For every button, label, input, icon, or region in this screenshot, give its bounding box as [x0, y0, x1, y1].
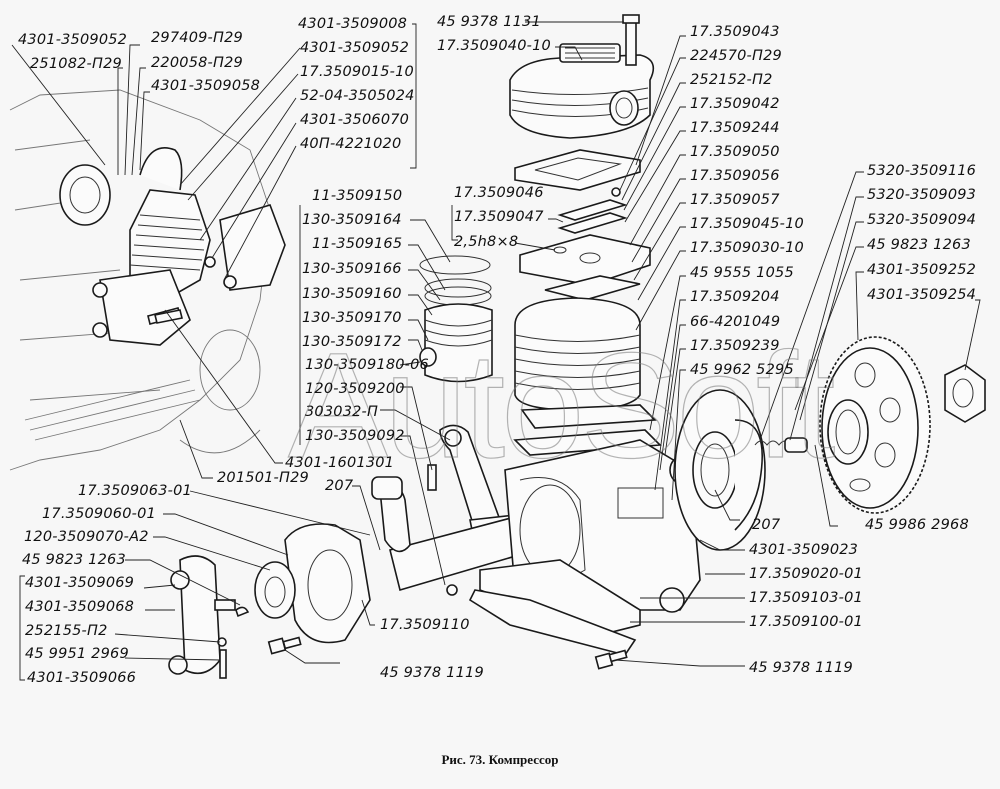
part-label: 45 9378 1119: [380, 665, 484, 681]
part-label: 17.3509043: [690, 24, 780, 40]
piston-drawing: [419, 255, 493, 383]
part-label: 45 9378 1131: [437, 14, 541, 30]
part-label: 5320-3509093: [867, 187, 977, 203]
part-label: 2,5h8×8: [454, 234, 519, 250]
part-label: 11-3509165: [312, 236, 403, 252]
cylinder-drawing: [513, 297, 662, 456]
rear-bearing-drawing: [674, 389, 766, 551]
part-label: 4301-3509052: [18, 32, 128, 48]
part-label: 17.3509110: [380, 617, 470, 633]
leader-lines: [11, 21, 981, 681]
part-label: 130-3509166: [302, 261, 402, 277]
front-cover-drawing: [168, 523, 371, 679]
part-label: 224570-П29: [690, 48, 782, 64]
engine-block-drawing: [9, 89, 271, 471]
part-label: 45 9951 2969: [25, 646, 129, 662]
mounted-compressor-drawing: [59, 147, 286, 346]
part-label: 45 9962 5295: [690, 362, 794, 378]
part-label: 45 9986 2968: [865, 517, 969, 533]
part-label: 130-3509172: [302, 334, 402, 350]
part-label: 52-04-3505024: [300, 88, 415, 104]
part-label: 17.3509060-01: [42, 506, 156, 522]
part-label: 4301-1601301: [285, 455, 395, 471]
part-label: 4301-3509254: [867, 287, 977, 303]
part-label: 17.3509057: [690, 192, 780, 208]
part-label: 17.3509030-10: [690, 240, 804, 256]
part-label: 17.3509040-10: [437, 38, 551, 54]
part-label: 17.3509047: [454, 209, 544, 225]
gasket-stack-drawing: [514, 149, 651, 301]
part-label: 4301-3509008: [298, 16, 408, 32]
part-label: 17.3509020-01: [749, 566, 863, 582]
part-label: 130-3509170: [302, 310, 402, 326]
part-label: 207: [325, 478, 354, 494]
part-label: 303032-П: [305, 404, 379, 420]
part-label: 4301-3509068: [25, 599, 135, 615]
part-label: 17.3509046: [454, 185, 544, 201]
part-label: 17.3509100-01: [749, 614, 863, 630]
part-label: 45 9823 1263: [867, 237, 971, 253]
part-label: 17.3509244: [690, 120, 780, 136]
part-label: 17.3509056: [690, 168, 780, 184]
part-label: 120-3509200: [305, 381, 405, 397]
part-label: 17.3509103-01: [749, 590, 863, 606]
part-label: 17.3509239: [690, 338, 780, 354]
part-label: 220058-П29: [151, 55, 243, 71]
part-label: 17.3509063-01: [78, 483, 192, 499]
part-label: 4301-3509058: [151, 78, 261, 94]
part-label: 4301-3509066: [27, 670, 137, 686]
part-label: 40П-4221020: [300, 136, 402, 152]
part-label: 130-3509180-06: [305, 357, 429, 373]
part-label: 4301-3509023: [749, 542, 859, 558]
part-label: 17.3509204: [690, 289, 780, 305]
figure-caption: Рис. 73. Компрессор: [441, 752, 559, 767]
part-label: 201501-П29: [217, 470, 309, 486]
part-label: 252152-П2: [690, 72, 773, 88]
part-label: 297409-П29: [151, 30, 243, 46]
bolts-drawing: [154, 309, 628, 670]
part-label: 11-3509150: [312, 188, 403, 204]
part-label: 130-3509164: [302, 212, 402, 228]
part-label: 4301-3509052: [300, 40, 410, 56]
gear-drawing: [754, 336, 986, 514]
part-label: 130-3509092: [305, 428, 405, 444]
part-label: 17.3509050: [690, 144, 780, 160]
part-label: 66-4201049: [690, 314, 781, 330]
part-label: 207: [752, 517, 781, 533]
cylinder-head-drawing: [509, 14, 655, 139]
part-label: 17.3509015-10: [300, 64, 414, 80]
part-label: 17.3509042: [690, 96, 780, 112]
part-label: 130-3509160: [302, 286, 402, 302]
part-label: 4301-3509252: [867, 262, 977, 278]
part-label: 5320-3509116: [867, 163, 977, 179]
part-label: 17.3509045-10: [690, 216, 804, 232]
part-label: 5320-3509094: [867, 212, 977, 228]
part-label: 45 9378 1119: [749, 660, 853, 676]
part-label: 4301-3506070: [300, 112, 410, 128]
part-label: 251082-П29: [30, 56, 122, 72]
part-label: 120-3509070-А2: [24, 529, 149, 545]
part-label: 252155-П2: [25, 623, 108, 639]
part-label: 4301-3509069: [25, 575, 135, 591]
part-label: 45 9823 1263: [22, 552, 126, 568]
part-label: 45 9555 1055: [690, 265, 794, 281]
